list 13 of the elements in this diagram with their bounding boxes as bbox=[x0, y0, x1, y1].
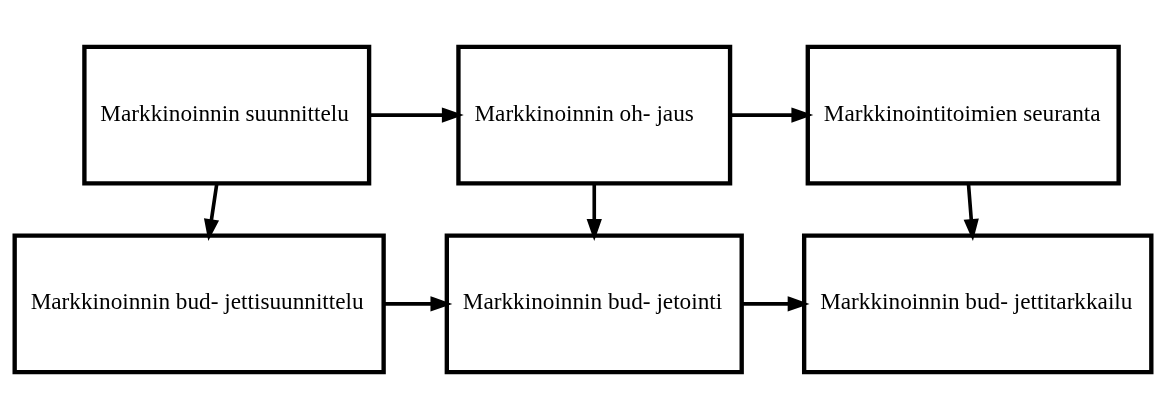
node-box: Markkinoinnin bud- jettisuunnittelu bbox=[12, 232, 386, 374]
arrow bbox=[741, 295, 810, 312]
arrow bbox=[963, 183, 979, 241]
node-box: Markkinoinnin oh- jaus bbox=[456, 44, 733, 186]
arrow bbox=[383, 295, 453, 312]
node-box: Markkinoinnin bud- jetointi bbox=[444, 232, 744, 374]
node-box: Markkinointitoimien seuranta bbox=[805, 44, 1121, 186]
arrow bbox=[730, 106, 814, 123]
arrow bbox=[203, 182, 220, 241]
node-box: Markkinoinnin suunnittelu bbox=[82, 44, 372, 186]
node-box: Markkinoinnin bud- jettitarkkailu bbox=[802, 232, 1154, 374]
arrow bbox=[369, 106, 464, 123]
arrow bbox=[586, 183, 602, 241]
